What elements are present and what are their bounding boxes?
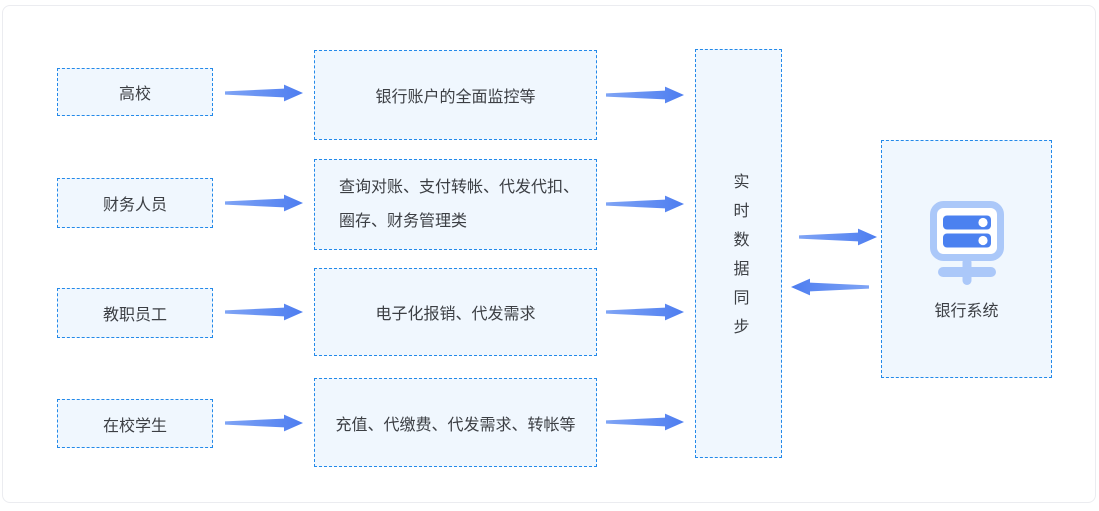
function-label: 电子化报销、代发需求 [375, 306, 536, 323]
role-label: 财务人员 [102, 197, 167, 214]
sync-box: 实时数据同步 [695, 49, 782, 458]
arrow-right-icon [606, 86, 684, 104]
function-label-line1: 查询对账、支付转帐、代发代扣、 [339, 178, 580, 196]
function-label: 银行账户的全面监控等 [375, 89, 536, 106]
arrow-right-icon [225, 303, 303, 321]
role-box-students: 在校学生 [57, 399, 213, 448]
function-label: 充值、代缴费、代发需求、转帐等 [335, 416, 576, 434]
arrow-right-icon [799, 228, 877, 246]
arrow-right-icon [606, 413, 684, 431]
arrow-right-icon [606, 303, 684, 321]
sync-label: 实时数据同步 [730, 173, 748, 347]
function-box-student-services: 充值、代缴费、代发需求、转帐等 [314, 378, 597, 467]
bank-system-label: 银行系统 [934, 303, 999, 320]
role-label: 教职员工 [102, 307, 167, 324]
function-box-finance-services: 查询对账、支付转帐、代发代扣、 圈存、财务管理类 [314, 159, 597, 250]
role-box-finance-staff: 财务人员 [57, 178, 213, 228]
role-box-university: 高校 [57, 68, 213, 116]
function-label-line2: 圈存、财务管理类 [339, 212, 468, 230]
arrow-right-icon [606, 195, 684, 213]
arrow-left-icon [791, 278, 869, 296]
arrow-right-icon [225, 194, 303, 212]
function-box-account-monitoring: 银行账户的全面监控等 [314, 50, 597, 140]
arrow-right-icon [225, 414, 303, 432]
role-label: 在校学生 [102, 417, 167, 435]
role-box-faculty: 教职员工 [57, 288, 213, 338]
function-box-reimbursement: 电子化报销、代发需求 [314, 268, 597, 356]
bank-system-box: 银行系统 [881, 140, 1052, 378]
arrow-right-icon [225, 84, 303, 102]
role-label: 高校 [118, 86, 151, 103]
server-icon [929, 201, 1004, 285]
